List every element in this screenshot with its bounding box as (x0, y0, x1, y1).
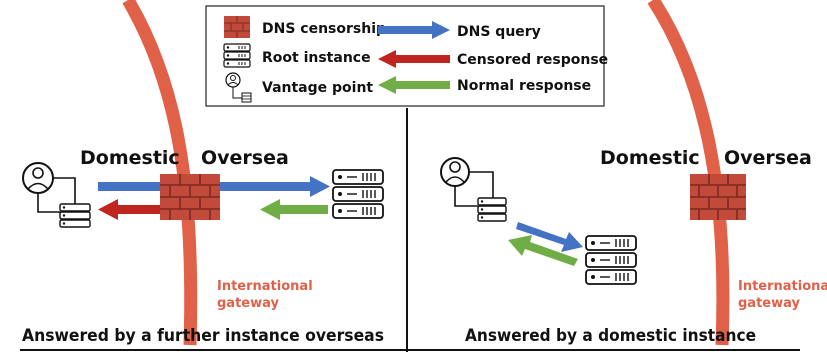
left-vantage-point-icon (22, 162, 91, 228)
left-domestic-label: Domestic (80, 147, 180, 169)
legend-query-arrow (378, 21, 450, 39)
left-normal-arrow (260, 199, 328, 220)
firewall-icon (224, 16, 250, 38)
right-normal-arrow (508, 235, 578, 266)
left-caption: Answered by a further instance overseas (22, 326, 384, 345)
right-root-instance-icon (585, 235, 637, 285)
legend-dns-censorship-label: DNS censorship (262, 21, 386, 37)
left-root-instance-icon (332, 169, 384, 219)
right-panel: Domestic Oversea (440, 147, 827, 345)
vantage-point-icon (225, 72, 252, 103)
right-gateway-label-line2: gateway (738, 296, 800, 311)
left-firewall-icon (160, 174, 220, 220)
right-gateway-curve (647, 0, 730, 346)
left-oversea-label: Oversea (201, 147, 289, 169)
left-censored-arrow (98, 199, 160, 220)
right-firewall-icon (690, 174, 746, 220)
right-gateway-label-line1: International (738, 279, 827, 294)
right-vantage-point-icon (440, 157, 507, 222)
left-gateway-label-line2: gateway (217, 296, 279, 311)
legend-censored-response-label: Censored response (457, 52, 608, 68)
legend-normal-response-label: Normal response (457, 78, 591, 94)
left-gateway-curve (122, 0, 198, 346)
legend-dns-query-label: DNS query (457, 24, 541, 40)
right-query-arrow (516, 222, 583, 252)
left-query-arrow (98, 176, 330, 197)
left-gateway-label-line1: International (217, 279, 313, 294)
right-caption: Answered by a domestic instance (465, 326, 756, 345)
server-icon (223, 43, 251, 68)
legend-vantage-point-label: Vantage point (262, 80, 373, 96)
legend-root-instance-label: Root instance (262, 50, 371, 66)
left-panel: Domestic Oversea (22, 147, 384, 345)
legend: DNS censorship Root instance (205, 5, 608, 107)
right-domestic-label: Domestic (600, 147, 700, 169)
right-oversea-label: Oversea (724, 147, 812, 169)
legend-normal-arrow (378, 76, 450, 94)
legend-censored-arrow (378, 50, 450, 68)
